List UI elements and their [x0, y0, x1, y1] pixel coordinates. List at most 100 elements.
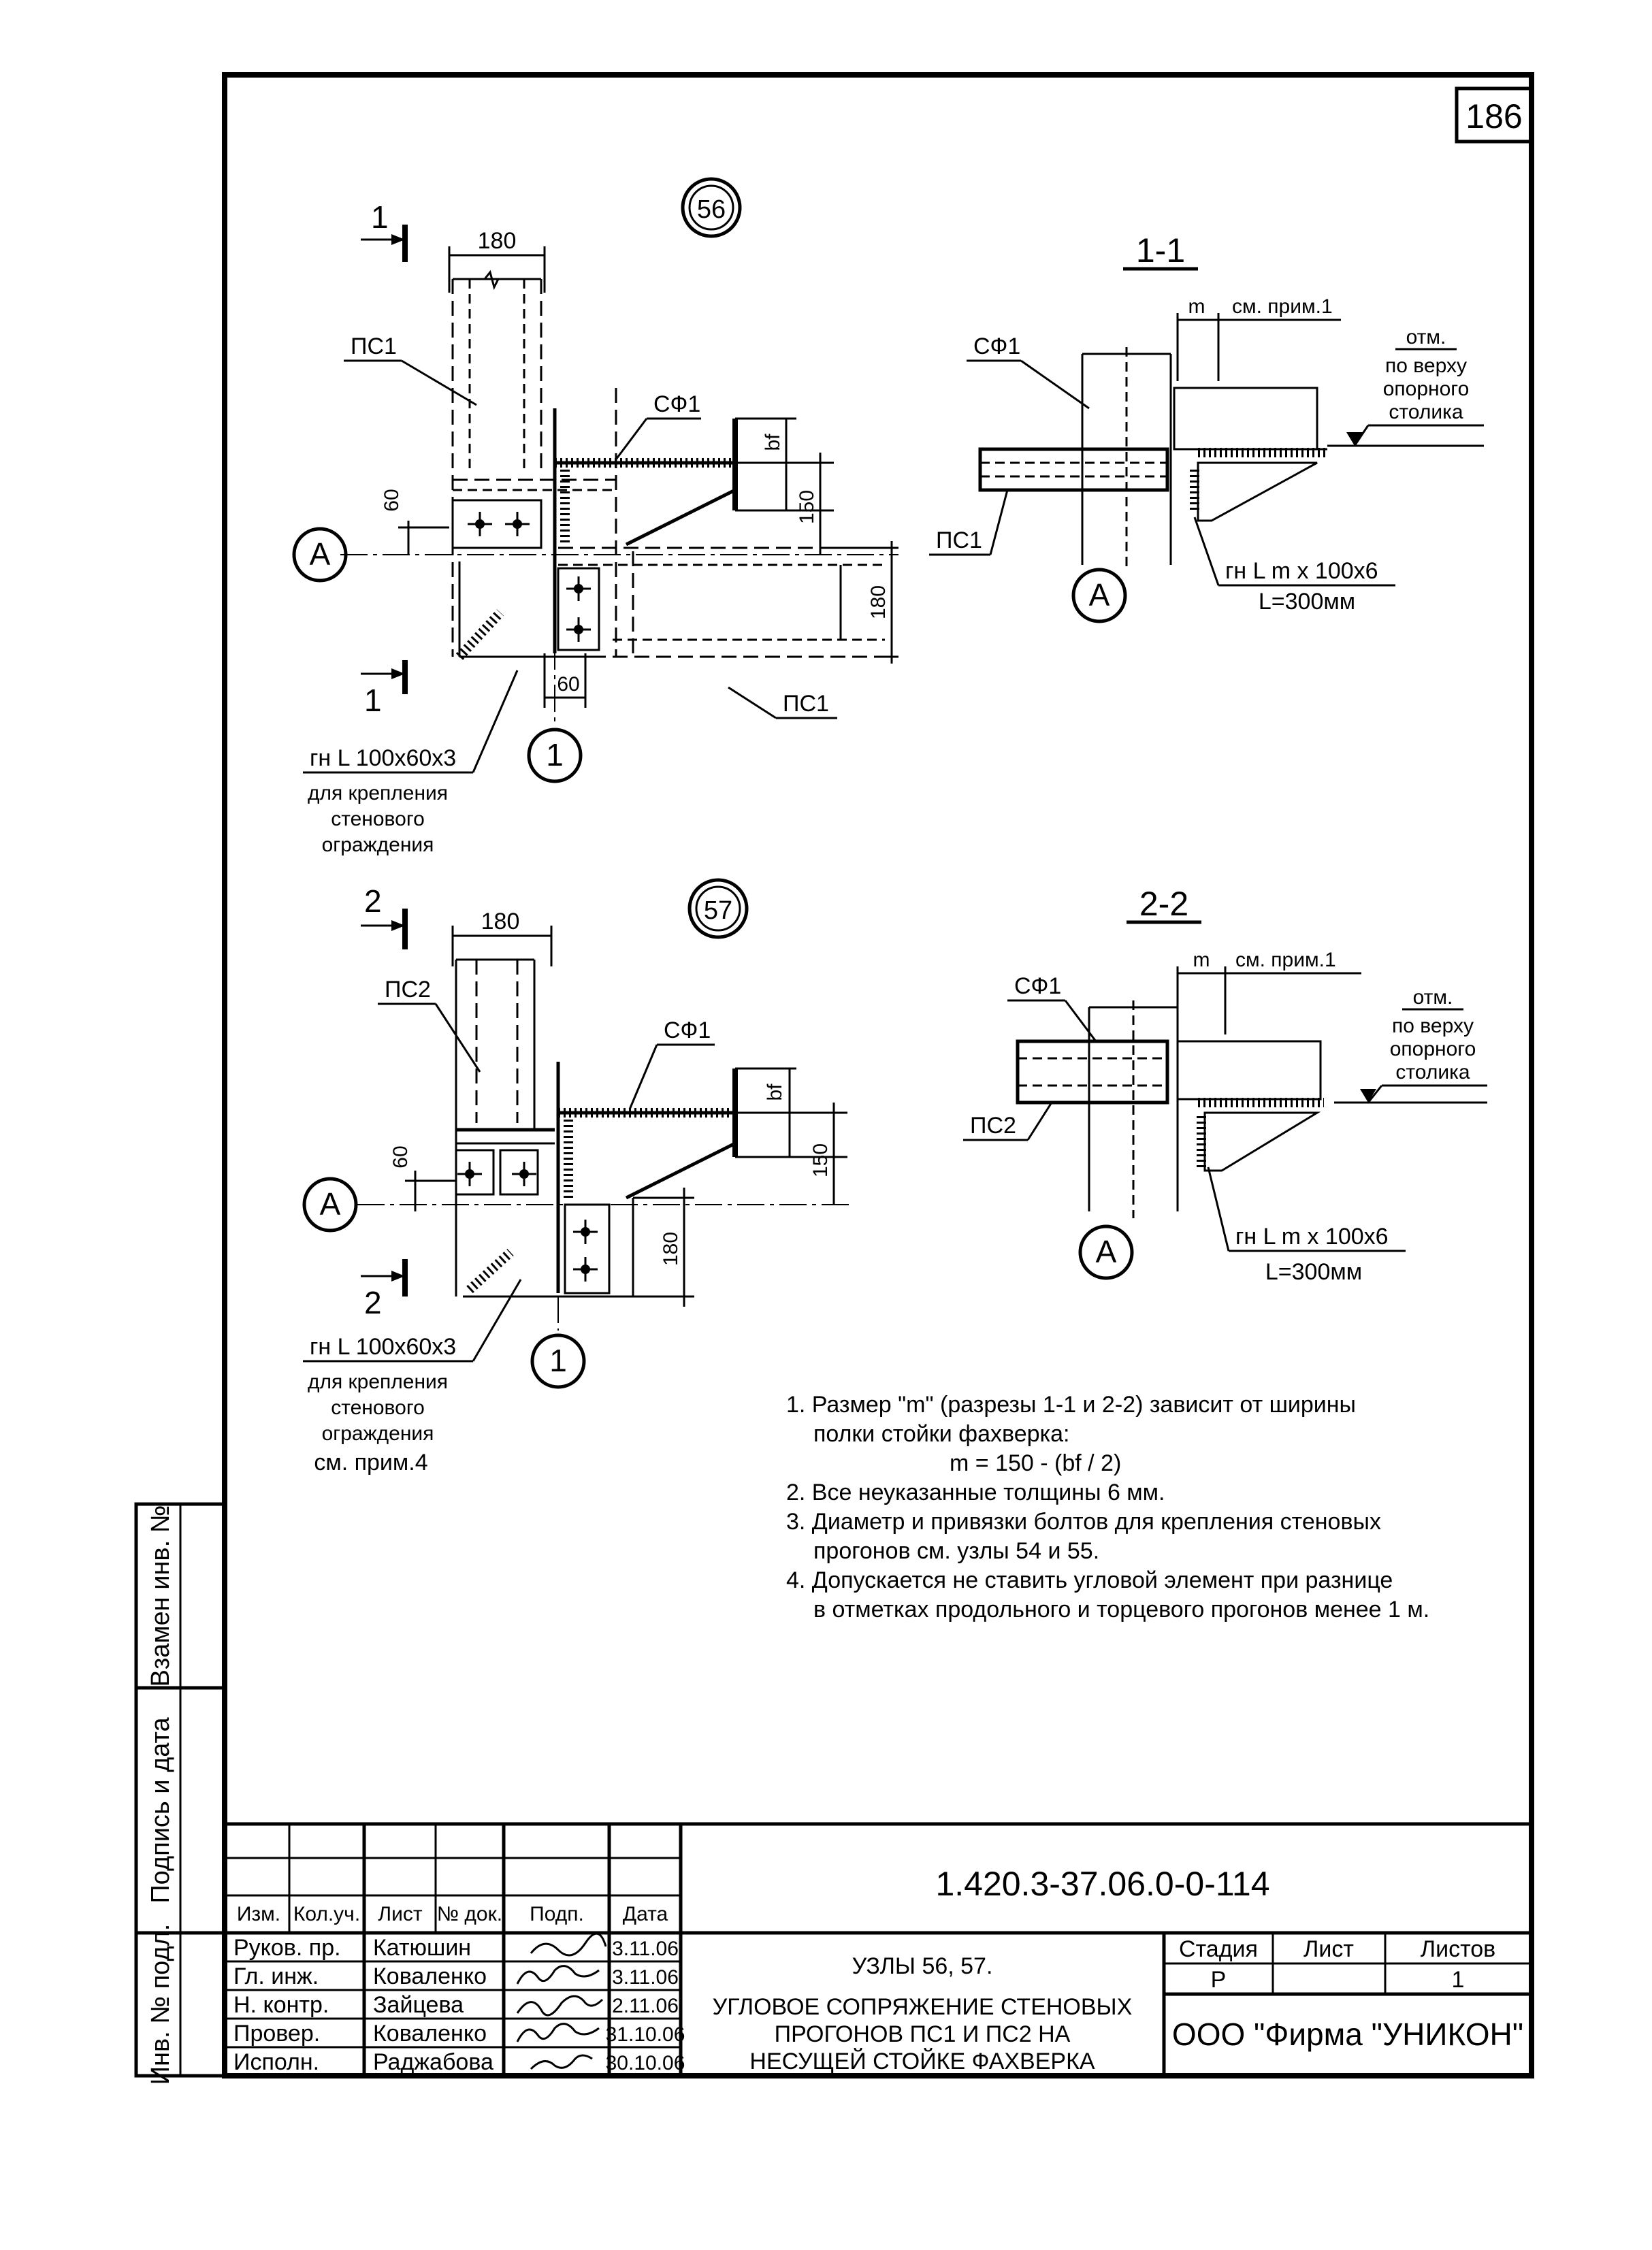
- label-sf1-57: СФ1: [664, 1017, 711, 1043]
- dim-bf-56: bf: [762, 434, 784, 451]
- section-1-1-sf1: СФ1: [973, 333, 1020, 359]
- sheet-frame: [134, 72, 1534, 2078]
- stamp-inv-orig: Инв. № подл.: [146, 1924, 175, 2085]
- section-1-1-m: m: [1188, 295, 1205, 318]
- tb-name-5: Раджабова: [373, 2049, 493, 2075]
- note-line-8: в отметках продольного и торцевого прого…: [813, 1597, 1429, 1623]
- section-1-1-ps1: ПС1: [936, 527, 982, 553]
- tb-company: ООО "Фирма "УНИКОН": [1172, 2017, 1523, 2052]
- tb-col-date: Дата: [623, 1903, 668, 1925]
- dim-180-side-56: 180: [867, 585, 890, 619]
- axis-1-57: 1: [549, 1343, 567, 1378]
- note-line-6: прогонов см. узлы 54 и 55.: [813, 1538, 1099, 1564]
- tb-stage-label: Стадия: [1179, 1936, 1258, 1962]
- section-mark-top: 1: [371, 199, 389, 235]
- title-block: Изм. Кол.уч. Лист № док. Подп. Дата Руко…: [223, 1822, 1534, 2078]
- section-2-2-ps2: ПС2: [970, 1113, 1016, 1139]
- axis-1-56: 1: [546, 737, 564, 772]
- label-ps1-top: ПС1: [351, 333, 397, 359]
- notes: 1. Размер "m" (разрезы 1-1 и 2-2) зависи…: [786, 1392, 1429, 1623]
- angle-note-56-2: стенового: [331, 808, 425, 830]
- section-2-2-axis: А: [1096, 1234, 1117, 1269]
- label-ps1-right: ПС1: [783, 691, 829, 717]
- section-1-1: 1-1 m см. прим.1 отм. по верху опорного …: [929, 231, 1484, 623]
- sheet-number-box: 186: [1455, 86, 1534, 144]
- angle-note-57-3: ограждения: [322, 1422, 434, 1445]
- note-line-5: 3. Диаметр и привязки болтов для креплен…: [786, 1509, 1381, 1535]
- section-2-2-see-note: см. прим.1: [1235, 949, 1336, 971]
- note-line-7: 4. Допускается не ставить угловой элемен…: [786, 1567, 1393, 1593]
- note-line-1: 1. Размер "m" (разрезы 1-1 и 2-2) зависи…: [786, 1392, 1356, 1418]
- section-2-2-elev-4: столика: [1395, 1061, 1470, 1083]
- dim-bf-57: bf: [764, 1083, 786, 1101]
- note-line-3: m = 150 - (bf / 2): [950, 1450, 1121, 1476]
- tb-date-5: 30.10.06: [606, 2052, 685, 2074]
- bolt-symbols: [468, 512, 591, 642]
- tb-col-sign: Подп.: [530, 1903, 584, 1925]
- angle-note-56-3: ограждения: [322, 834, 434, 856]
- angle-note-56-1: для крепления: [308, 782, 448, 804]
- dim-60-left: 60: [380, 489, 403, 511]
- section-2-2-angle: гн L m x 100x6: [1235, 1224, 1389, 1250]
- section-2-2-sf1: СФ1: [1014, 973, 1061, 999]
- node-56-plan: 56 1 1 180: [292, 177, 898, 856]
- section-2-2-length: L=300мм: [1265, 1259, 1362, 1285]
- side-stamps: Взамен инв. № Подпись и дата Инв. № подл…: [146, 1505, 175, 2085]
- label-ps2: ПС2: [385, 977, 431, 1002]
- tb-title-1: УЗЛЫ 56, 57.: [852, 1953, 993, 1979]
- bolt-symbols-57: [457, 1162, 598, 1282]
- dim-180-side-57: 180: [660, 1232, 682, 1266]
- section-1-1-elev-1: отм.: [1406, 326, 1446, 348]
- tb-col-izm: Изм.: [237, 1903, 280, 1925]
- node-56-label: 56: [697, 195, 726, 224]
- section-mark-57-bottom: 2: [364, 1285, 382, 1320]
- tb-date-1: 3.11.06: [612, 1938, 679, 1960]
- angle-note-57-see: см. прим.4: [314, 1450, 427, 1475]
- angle-label-57: гн L 100х60х3: [310, 1334, 456, 1360]
- dim-180-top-57: 180: [481, 909, 520, 934]
- section-2-2-elev-3: опорного: [1390, 1038, 1476, 1060]
- tb-stage-value: Р: [1211, 1967, 1227, 1993]
- tb-role-4: Провер.: [233, 2021, 320, 2047]
- tb-col-list: Лист: [378, 1903, 422, 1925]
- tb-sheets-label: Листов: [1421, 1936, 1495, 1962]
- label-sf1-56: СФ1: [653, 391, 700, 417]
- tb-date-2: 3.11.06: [612, 1966, 679, 1989]
- tb-name-1: Катюшин: [373, 1935, 471, 1961]
- stamp-sign-date: Подпись и дата: [146, 1716, 175, 1903]
- dim-180-top: 180: [478, 228, 517, 254]
- tb-date-4: 31.10.06: [606, 2023, 685, 2046]
- tb-role-2: Гл. инж.: [233, 1963, 319, 1989]
- tb-title-2: УГЛОВОЕ СОПРЯЖЕНИЕ СТЕНОВЫХ: [713, 1994, 1133, 2020]
- tb-doc-code: 1.420.3-37.06.0-0-114: [935, 1865, 1269, 1903]
- tb-col-kol: Кол.уч.: [293, 1903, 360, 1925]
- angle-note-57-1: для крепления: [308, 1371, 448, 1393]
- axis-a-56: А: [310, 536, 331, 572]
- section-1-1-see-note: см. прим.1: [1232, 295, 1333, 318]
- section-1-1-title: 1-1: [1136, 231, 1185, 270]
- section-1-1-elev-4: столика: [1389, 401, 1463, 423]
- section-1-1-elev-3: опорного: [1383, 378, 1470, 400]
- section-1-1-elev-2: по верху: [1385, 355, 1467, 377]
- node-57-label: 57: [704, 896, 732, 925]
- tb-sheets-value: 1: [1452, 1967, 1465, 1993]
- tb-date-3: 2.11.06: [612, 1995, 679, 2017]
- tb-name-3: Зайцева: [373, 1992, 464, 2018]
- tb-name-2: Коваленко: [373, 1963, 487, 1989]
- section-mark-57-top: 2: [364, 883, 382, 919]
- stamp-replace-inv: Взамен инв. №: [146, 1505, 175, 1687]
- note-line-4: 2. Все неуказанные толщины 6 мм.: [786, 1480, 1165, 1505]
- dim-60-57: 60: [389, 1145, 412, 1168]
- dim-150-56: 150: [796, 490, 818, 524]
- section-2-2-m: m: [1193, 949, 1210, 971]
- node-57-plan: 57 2 2 180: [302, 878, 851, 1475]
- tb-col-doc: № док.: [437, 1903, 502, 1925]
- angle-label-56: гн L 100х60х3: [310, 745, 456, 771]
- section-1-1-angle: гн L m x 100x6: [1225, 558, 1378, 584]
- tb-role-1: Руков. пр.: [233, 1935, 341, 1961]
- section-1-1-length: L=300мм: [1259, 589, 1355, 615]
- tb-name-4: Коваленко: [373, 2021, 487, 2047]
- dim-60-bottom: 60: [557, 673, 579, 696]
- axis-a-57: А: [320, 1186, 341, 1222]
